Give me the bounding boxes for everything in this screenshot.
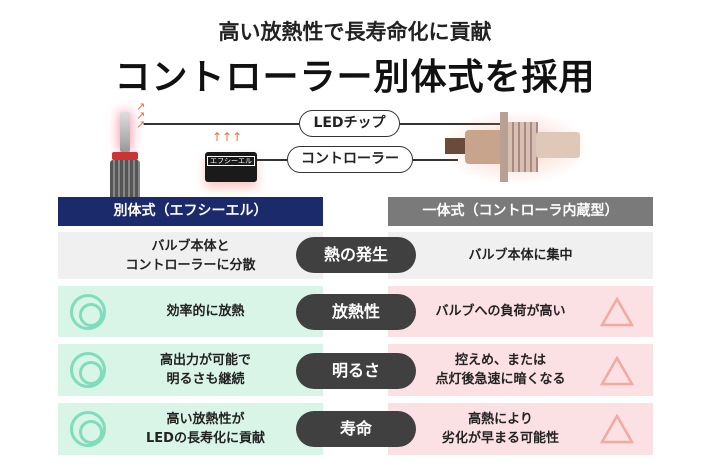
double-circle-icon xyxy=(70,352,106,388)
separate-type-header: 別体式（エフシーエル） xyxy=(58,197,323,226)
separate-bulb-illustration xyxy=(108,112,144,202)
led-chip-label: LEDチップ xyxy=(299,110,400,137)
triangle-icon xyxy=(600,356,634,386)
heat-arrows-icon: ↑↑↑ xyxy=(212,130,243,144)
category-brightness: 明るさ xyxy=(296,353,416,389)
row-heat-generation-right: バルブ本体に集中 xyxy=(388,232,653,279)
subtitle: 高い放熱性で長寿命化に貢献 xyxy=(218,20,492,44)
row-heat-generation-left: バルブ本体と コントローラーに分散 xyxy=(58,232,323,279)
integrated-bulb-illustration xyxy=(440,100,590,195)
page-title: コントローラー別体式を採用 xyxy=(114,57,596,98)
category-heat-generation: 熱の発生 xyxy=(296,237,416,273)
double-circle-icon xyxy=(70,294,106,330)
category-lifespan: 寿命 xyxy=(296,411,416,447)
triangle-icon xyxy=(600,297,634,327)
heat-arrows-icon: ↗↗↗ xyxy=(136,100,146,131)
controller-label: コントローラー xyxy=(287,146,413,173)
category-heat-dissipation: 放熱性 xyxy=(296,294,416,330)
integrated-type-header: 一体式（コントローラ内蔵型） xyxy=(388,197,653,226)
triangle-icon xyxy=(600,414,634,444)
controller-box: エフシーエル xyxy=(205,152,257,182)
double-circle-icon xyxy=(70,411,106,447)
